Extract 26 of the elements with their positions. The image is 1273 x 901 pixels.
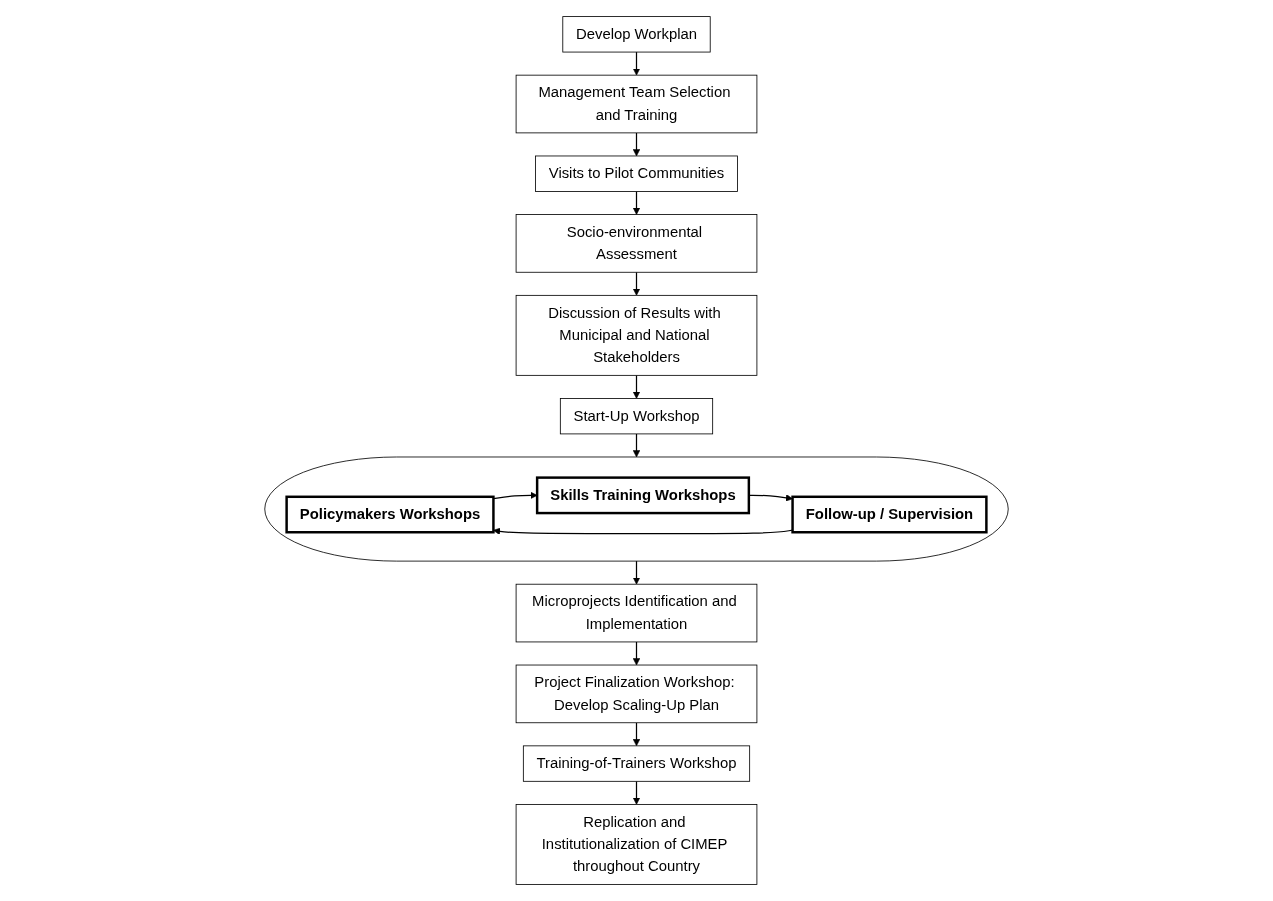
arrow <box>748 494 793 502</box>
arrow <box>632 132 641 157</box>
arrow <box>632 271 641 296</box>
node-box: Start-Up Workshop <box>559 398 714 435</box>
node-box: Microprojects Identification and Implementation <box>515 583 758 643</box>
arrow <box>493 527 794 535</box>
arrow <box>492 491 538 500</box>
arrow <box>632 190 641 215</box>
node-box: Replication and Institutionalization of CIMEP throughout Country <box>515 804 758 885</box>
arrow <box>632 374 641 399</box>
node-box: Socio-environmental Assessment <box>515 214 758 273</box>
node-box: Management Team Selection and Training <box>515 74 758 134</box>
node-box: Visits to Pilot Communities <box>535 155 738 192</box>
arrow <box>632 780 641 805</box>
node-box: Skills Training Workshops <box>535 476 751 515</box>
arrow <box>632 560 641 585</box>
node-box: Policymakers Workshops <box>285 495 495 534</box>
arrow <box>632 641 641 666</box>
node-box: Develop Workplan <box>562 16 711 53</box>
arrow <box>632 51 641 76</box>
node-box: Discussion of Results with Municipal and National Stakeholders <box>515 294 758 376</box>
arrow <box>632 722 641 747</box>
arrow <box>632 433 641 458</box>
node-box: Project Finalization Workshop: Develop Scaling-Up Plan <box>515 664 758 724</box>
node-box: Training-of-Trainers Workshop <box>522 745 751 782</box>
node-box: Follow-up / Supervision <box>791 495 988 534</box>
